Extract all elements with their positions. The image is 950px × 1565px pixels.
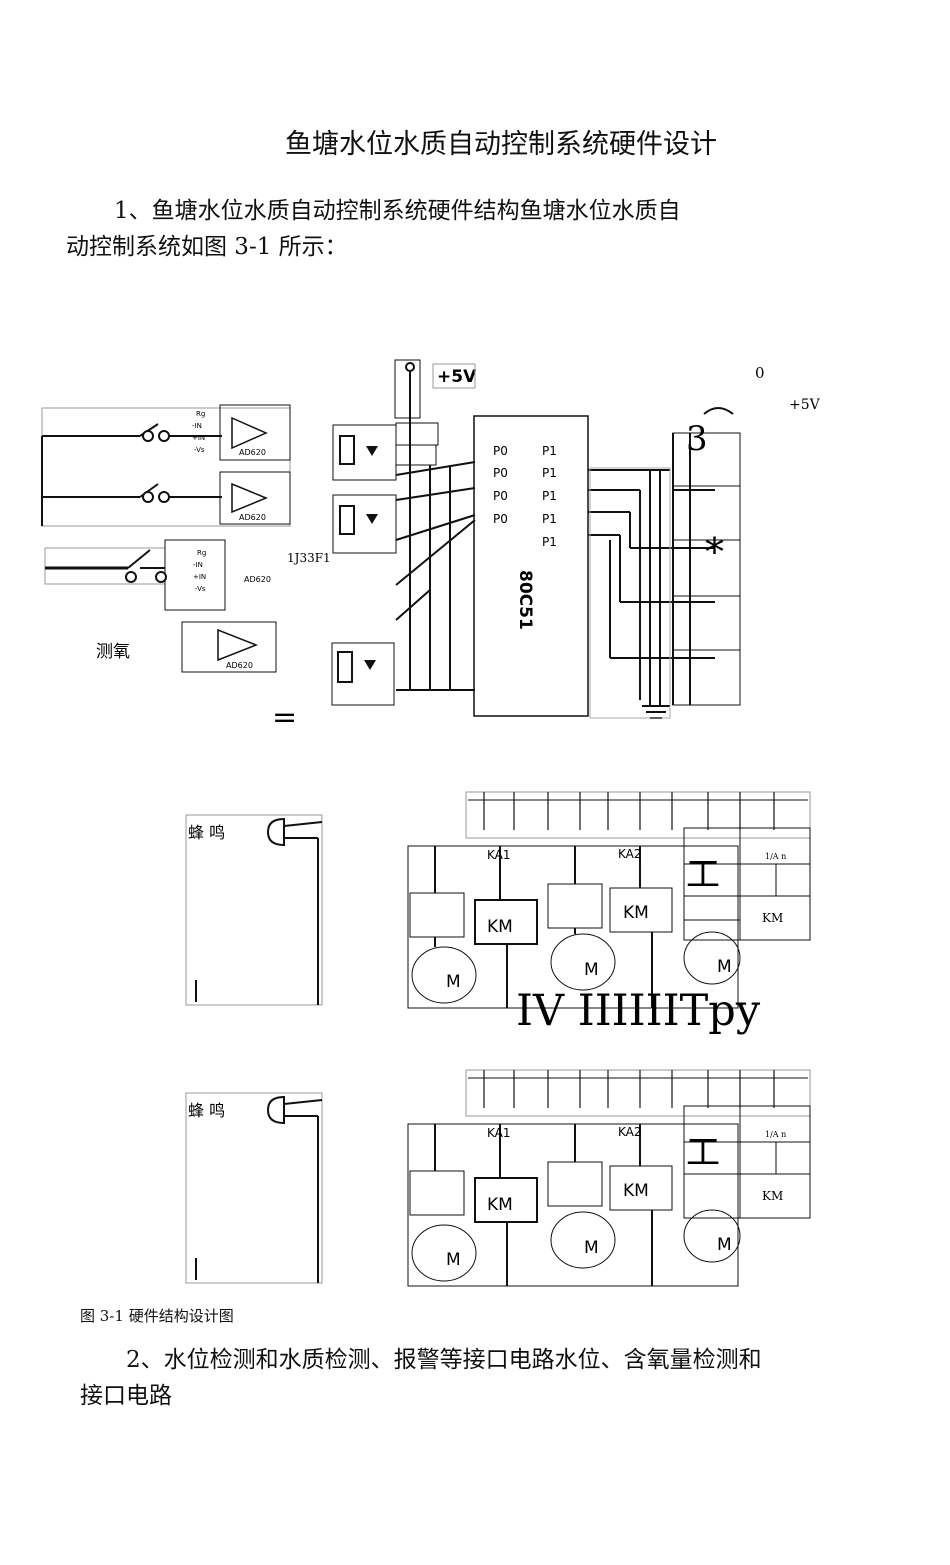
paragraph-2: 2、水位检测和水质检测、报警等接口电路水位、含氧量检测和 接口电路 bbox=[80, 1342, 880, 1414]
pin-vs-3: -Vs bbox=[195, 585, 206, 593]
hardware-figure: +5V 0 +5V 3 * AD620 AD620 AD620 AD620 Rg… bbox=[41, 359, 821, 1287]
zero-label: 0 bbox=[755, 364, 765, 382]
km-label-1b: KM bbox=[623, 903, 649, 923]
equals-label: = bbox=[272, 700, 297, 735]
port-p1-5: P1 bbox=[542, 535, 557, 549]
one-a-n-label-2: 1/A n bbox=[765, 1130, 786, 1139]
port-p1-1: P1 bbox=[542, 444, 557, 458]
port-p0-2: P0 bbox=[493, 466, 508, 480]
m-label-1a: M bbox=[446, 972, 461, 992]
star-label: * bbox=[705, 530, 724, 574]
pin-in-minus-1: -IN bbox=[192, 422, 202, 430]
stray-text: IV IIIIIITpy bbox=[516, 986, 761, 1036]
paragraph-2-line-2: 接口电路 bbox=[80, 1383, 172, 1409]
label-oxygen: 测氧 bbox=[96, 642, 130, 662]
pin-in-minus-3: -IN bbox=[193, 561, 203, 569]
figure-caption: 图 3-1 硬件结构设计图 bbox=[80, 1307, 234, 1325]
pin-rg-3: Rg bbox=[197, 549, 206, 557]
ka2-label-2: KA2 bbox=[618, 1125, 642, 1139]
km-small-label-1: KM bbox=[762, 911, 783, 925]
port-p1-4: P1 bbox=[542, 512, 557, 526]
ad620-label-4: AD620 bbox=[226, 661, 253, 670]
m-label-2c: M bbox=[717, 1235, 732, 1255]
ka1-label-1: KA1 bbox=[487, 848, 511, 862]
pin-in-plus-1: +IN bbox=[192, 434, 205, 442]
km-label-1a: KM bbox=[487, 917, 513, 937]
gong-label-2: 工 bbox=[686, 1133, 720, 1173]
km-small-label-2: KM bbox=[762, 1189, 783, 1203]
ad620-label-3: AD620 bbox=[244, 575, 271, 584]
ad620-label-2: AD620 bbox=[239, 513, 266, 522]
paragraph-1-line-2: 动控制系统如图 3-1 所示： bbox=[66, 234, 348, 260]
paragraph-1: 1、鱼塘水位水质自动控制系统硬件结构鱼塘水位水质自 动控制系统如图 3-1 所示… bbox=[66, 193, 786, 265]
m-label-2a: M bbox=[446, 1250, 461, 1270]
chip-label: 80C51 bbox=[515, 570, 535, 630]
one-a-n-label-1: 1/A n bbox=[765, 852, 786, 861]
plus5v-left-label: +5V bbox=[437, 367, 477, 387]
ad620-label-1: AD620 bbox=[239, 448, 266, 457]
port-p0-4: P0 bbox=[493, 512, 508, 526]
three-label: 3 bbox=[686, 419, 708, 459]
pin-in-plus-3: +IN bbox=[193, 573, 206, 581]
port-p0-1: P0 bbox=[493, 444, 508, 458]
plus5v-right-label: +5V bbox=[789, 397, 821, 413]
m-label-1b: M bbox=[584, 960, 599, 980]
buzzer-label-1: 蜂 鸣 bbox=[188, 823, 225, 842]
page-title: 鱼塘水位水质自动控制系统硬件设计 bbox=[285, 129, 717, 160]
label-1j33f1: 1J33F1 bbox=[287, 551, 331, 565]
pin-rg-1: Rg bbox=[196, 410, 205, 418]
paragraph-2-line-1: 2、水位检测和水质检测、报警等接口电路水位、含氧量检测和 bbox=[126, 1347, 762, 1373]
gong-label-1: 工 bbox=[686, 855, 720, 895]
buzzer-label-2: 蜂 鸣 bbox=[188, 1101, 225, 1120]
pin-vs-1: -Vs bbox=[194, 446, 205, 454]
paragraph-1-line-1: 1、鱼塘水位水质自动控制系统硬件结构鱼塘水位水质自 bbox=[114, 198, 681, 224]
port-p1-3: P1 bbox=[542, 489, 557, 503]
ka2-label-1: KA2 bbox=[618, 847, 642, 861]
port-p0-3: P0 bbox=[493, 489, 508, 503]
ka1-label-2: KA1 bbox=[487, 1126, 511, 1140]
port-p1-2: P1 bbox=[542, 466, 557, 480]
m-label-1c: M bbox=[717, 957, 732, 977]
m-label-2b: M bbox=[584, 1238, 599, 1258]
km-label-2a: KM bbox=[487, 1195, 513, 1215]
km-label-2b: KM bbox=[623, 1181, 649, 1201]
